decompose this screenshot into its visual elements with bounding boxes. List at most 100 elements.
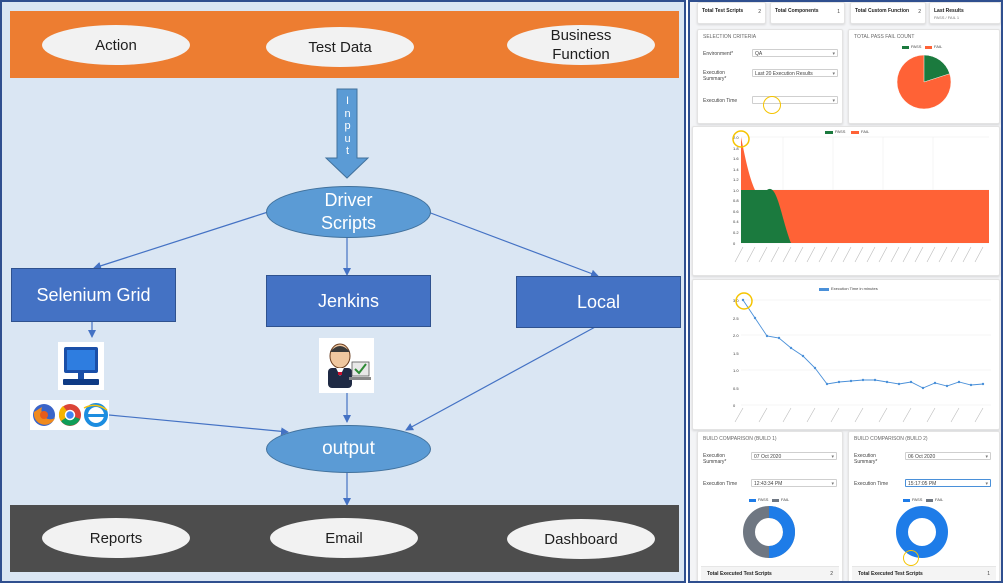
input-label: I n p u t: [341, 95, 354, 158]
connector-layer: [88, 88, 599, 506]
internet-explorer-icon: [83, 403, 108, 427]
edge-driver-local: [427, 211, 599, 278]
area-y-ticks: 2.0 1.8 1.6 1.4 1.2 1.0 0.8 0.6 0.4 0.2 …: [733, 135, 739, 246]
business-function-ellipse: Business Function: [507, 25, 655, 65]
build1-fail-label: FAIL: [781, 497, 790, 502]
build-comparison-1-card: BUILD COMPARISON (BUILD 1) Execution Sum…: [697, 431, 843, 581]
execution-time-select[interactable]: [752, 96, 838, 105]
input-letter: u: [344, 132, 351, 145]
build1-fail-swatch: [772, 499, 779, 502]
local-box: Local: [516, 276, 681, 328]
build1-pass-arc: [768, 506, 795, 558]
environment-label: Environment*: [703, 51, 734, 57]
line-ytick: 2.5: [733, 316, 739, 321]
build2-footer-label: Total Executed Test Scripts: [858, 571, 923, 577]
fail-area: [741, 137, 989, 243]
build2-footer: Total Executed Test Scripts 1: [852, 566, 996, 580]
fail-legend-label: FAIL: [934, 44, 943, 49]
line-y-ticks: 3.0 2.5 2.0 1.5 1.0 0.5 0: [733, 298, 739, 408]
pass-legend-swatch: [902, 46, 909, 49]
pass-area: [741, 188, 791, 243]
build2-fail-swatch: [926, 499, 933, 502]
stat-label: Total Custom Function: [855, 8, 910, 14]
build1-donut: [743, 506, 795, 558]
build1-pass-swatch: [749, 499, 756, 502]
edge-local-output: [405, 325, 598, 431]
line-chart: 3.0 2.5 2.0 1.5 1.0 0.5 0: [733, 292, 991, 423]
build2-time-select[interactable]: 15:17:05 PM: [905, 479, 991, 488]
area-ytick: 2.0: [733, 135, 739, 140]
build1-exec-select[interactable]: 07 Oct 2020: [751, 452, 837, 461]
build2-donut: [896, 506, 948, 558]
build-comparison-2-card: BUILD COMPARISON (BUILD 2) Execution Sum…: [848, 431, 1000, 581]
build2-title: BUILD COMPARISON (BUILD 2): [854, 436, 928, 442]
line-ytick: 1.5: [733, 351, 739, 356]
driver-scripts-node: Driver Scripts: [266, 186, 431, 238]
line-x-tick-marks: [734, 407, 984, 423]
pie-title: TOTAL PASS FAIL COUNT: [854, 34, 915, 40]
area-ytick: 0.2: [733, 230, 739, 235]
input-arrow-shape: [324, 88, 370, 179]
selenium-grid-box: Selenium Grid: [11, 268, 176, 322]
pie-chart: [896, 54, 952, 110]
area-ytick: 0: [733, 241, 736, 246]
browser-icons: [30, 400, 109, 430]
pass-fail-area-chart-card: PASS FAIL 2.0 1.8 1.6 1.4 1.2 1.0 0.8 0.…: [692, 126, 1000, 276]
cursor-highlight: [732, 130, 750, 148]
stat-label: Last Results: [934, 8, 964, 14]
build2-pass-arc: [896, 506, 948, 558]
input-letter: I: [345, 95, 350, 107]
area-ytick: 1.0: [733, 188, 739, 193]
dashboard-screenshot: Total Test Scripts 2 Total Components 1 …: [688, 0, 1003, 583]
stat-label: Total Test Scripts: [702, 8, 744, 14]
build2-time-label: Execution Time: [854, 481, 889, 487]
selection-title: SELECTION CRITERIA: [703, 34, 757, 40]
jenkins-icon: [319, 338, 374, 393]
line-legend-label: Execution Time in minutes: [831, 286, 878, 291]
execution-summary-select[interactable]: Last 20 Execution Results: [752, 69, 838, 78]
area-x-tick-marks: [734, 246, 984, 263]
edge-browsers-output: [108, 414, 289, 436]
pass-slice: [923, 54, 951, 83]
action-ellipse: Action: [42, 25, 190, 65]
dashboard-ellipse: Dashboard: [507, 519, 655, 559]
build2-pass-swatch: [903, 499, 910, 502]
area-ytick: 0.8: [733, 198, 739, 203]
build2-fail-label: FAIL: [935, 497, 944, 502]
stat-card-last-results[interactable]: Last Results PASS / FAIL 1: [929, 2, 1001, 24]
area-ytick: 1.2: [733, 177, 739, 182]
selection-criteria-card: SELECTION CRITERIA Environment* QA Execu…: [697, 29, 843, 124]
architecture-diagram: Action Test Data Business Function I n p…: [0, 0, 686, 583]
build1-footer-value: 2: [830, 571, 833, 577]
area-ytick: 1.4: [733, 167, 739, 172]
email-ellipse: Email: [270, 518, 418, 558]
line-ytick: 0.5: [733, 386, 739, 391]
build1-time-select[interactable]: 12:43:34 PM: [751, 479, 837, 488]
build2-exec-select[interactable]: 06 Oct 2020: [905, 452, 991, 461]
output-node: output: [266, 425, 431, 473]
line-ytick: 2.0: [733, 333, 739, 338]
execution-summary-label: Execution Summary*: [703, 70, 727, 82]
chrome-icon: [58, 404, 81, 426]
input-letter: n: [344, 107, 351, 120]
area-fail-label: FAIL: [861, 129, 870, 134]
fail-legend-swatch: [925, 46, 932, 49]
build2-pass-label: PASS: [912, 497, 923, 502]
stat-card-components[interactable]: Total Components 1: [770, 2, 845, 24]
cursor-highlight: [903, 550, 919, 566]
stat-value: 1: [837, 9, 840, 15]
reports-ellipse: Reports: [42, 518, 190, 558]
area-ytick: 0.4: [733, 219, 739, 224]
area-pass-label: PASS: [835, 129, 846, 134]
area-pass-swatch: [825, 131, 833, 134]
build1-pass-label: PASS: [758, 497, 769, 502]
stat-card-test-scripts[interactable]: Total Test Scripts 2: [697, 2, 766, 24]
environment-select[interactable]: QA: [752, 49, 838, 58]
build2-exec-label: Execution Summary*: [854, 453, 878, 465]
area-ytick: 0.6: [733, 209, 739, 214]
area-ytick: 1.8: [733, 146, 739, 151]
stat-card-custom-function[interactable]: Total Custom Function 2: [850, 2, 926, 24]
area-fail-swatch: [851, 131, 859, 134]
stat-value: 2: [758, 9, 761, 15]
build1-footer: Total Executed Test Scripts 2: [701, 566, 839, 580]
